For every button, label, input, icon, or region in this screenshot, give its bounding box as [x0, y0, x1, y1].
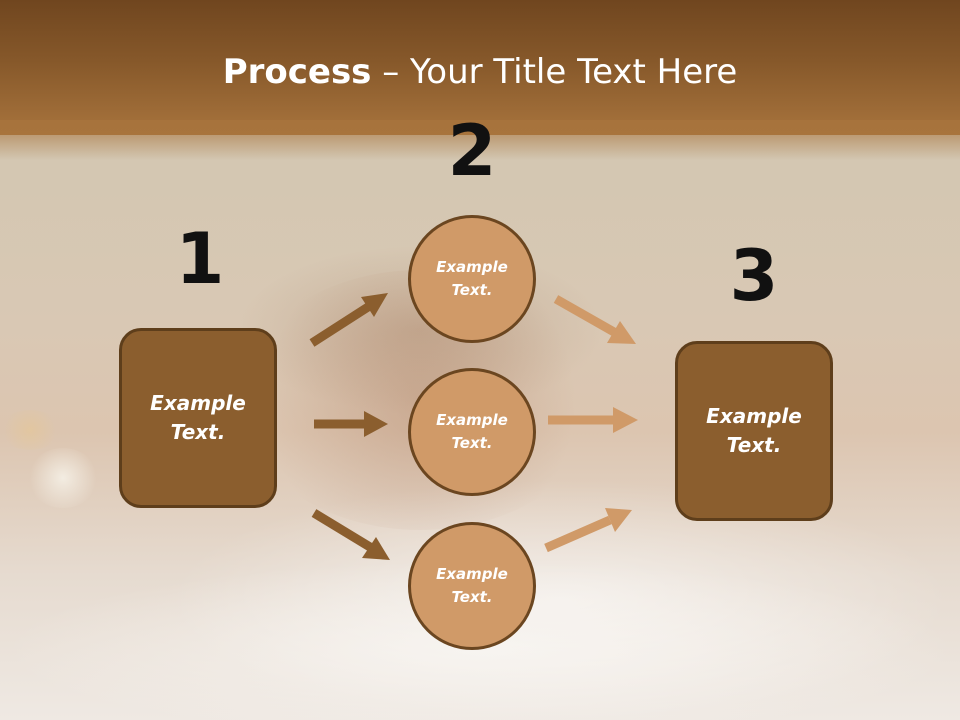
step-2-number: 2 — [447, 110, 497, 192]
step-2-circle-bottom: Example Text. — [408, 522, 536, 650]
arrow-circle-bottom-to-3 — [544, 508, 632, 553]
header-fade — [0, 120, 960, 160]
step-3-text: Example Text. — [706, 404, 802, 457]
title-bold: Process — [222, 52, 372, 92]
background-photo-candle — [0, 410, 60, 450]
step-1-box: Example Text. — [119, 328, 277, 508]
step-1-number: 1 — [175, 218, 225, 300]
arrow-1-to-circle-middle — [314, 411, 388, 437]
step-3-box: Example Text. — [675, 341, 833, 521]
title-rest: – Your Title Text Here — [371, 52, 738, 92]
slide-title: Process – Your Title Text Here — [0, 52, 960, 92]
step-3-number: 3 — [729, 235, 779, 317]
step-2-circle-top: Example Text. — [408, 215, 536, 343]
arrow-circle-top-to-3 — [553, 295, 636, 344]
step-2-circle-middle: Example Text. — [408, 368, 536, 496]
step-1-text: Example Text. — [150, 391, 246, 444]
step-2-circle-middle-text: Example Text. — [436, 411, 508, 452]
step-2-circle-top-text: Example Text. — [436, 258, 508, 299]
background-photo-jar — [28, 448, 98, 508]
arrow-1-to-circle-top — [309, 293, 388, 347]
header-band — [0, 0, 960, 135]
step-2-circle-bottom-text: Example Text. — [436, 565, 508, 606]
arrow-1-to-circle-bottom — [311, 509, 390, 560]
arrow-circle-middle-to-3 — [548, 407, 638, 433]
